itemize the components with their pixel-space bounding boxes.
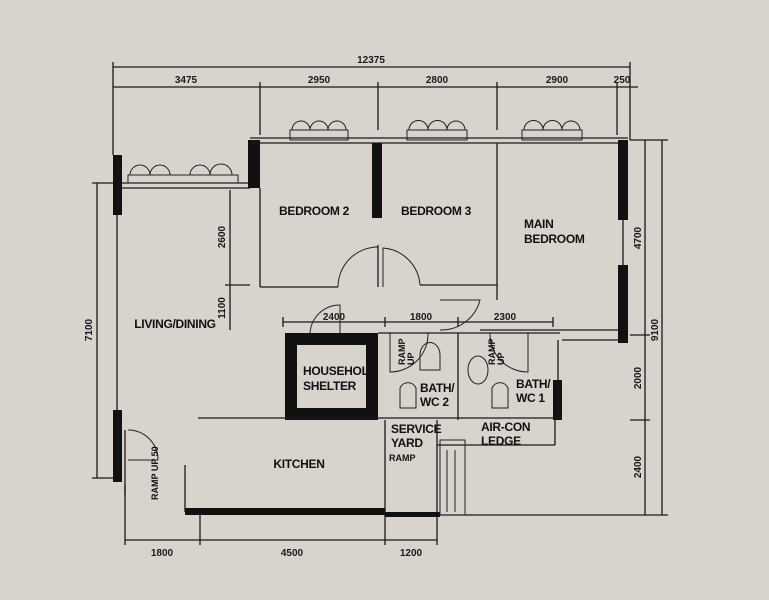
label-shelter-2: SHELTER — [303, 379, 357, 393]
label-main-bedroom-2: BEDROOM — [524, 232, 585, 246]
label-aircon-1: AIR-CON — [481, 420, 530, 434]
label-bath1-2: WC 1 — [516, 391, 545, 405]
label-aircon-2: LEDGE — [481, 434, 521, 448]
label-ramp-up-bath1: RAMPUP — [487, 339, 506, 366]
label-ramp-up-50: RAMP UP 50 — [150, 446, 160, 500]
dim-top-1: 3475 — [175, 75, 198, 86]
middle-dimensions: 2400 1800 2300 — [282, 312, 554, 327]
label-service-1: SERVICE — [391, 422, 442, 436]
label-bedroom-2: BEDROOM 2 — [279, 204, 350, 218]
dim-top-5: 250 — [614, 75, 631, 86]
dim-mid-3: 2300 — [494, 312, 517, 323]
dim-inner-2: 1100 — [217, 297, 228, 319]
label-shelter-1: HOUSEHOLD — [303, 364, 378, 378]
dim-bottom-1: 1800 — [151, 548, 174, 559]
dim-mid-1: 2400 — [323, 312, 346, 323]
walls — [113, 137, 628, 517]
dim-bottom-3: 1200 — [400, 548, 423, 559]
windows — [127, 120, 583, 184]
label-main-bedroom-1: MAIN — [524, 217, 553, 231]
label-living-dining: LIVING/DINING — [134, 317, 215, 331]
bottom-dimensions: 1800 4500 1200 — [124, 485, 438, 559]
dim-right-lower-2: 2400 — [633, 455, 644, 478]
left-dimensions: 7100 2600 1100 — [84, 182, 250, 479]
label-kitchen: KITCHEN — [273, 457, 324, 471]
dim-left-total: 7100 — [84, 318, 95, 341]
dim-mid-2: 1800 — [410, 312, 433, 323]
window-living — [127, 163, 239, 184]
window-bedroom3 — [406, 120, 468, 141]
label-bedroom-3: BEDROOM 3 — [401, 204, 472, 218]
dim-top-2: 2950 — [308, 75, 331, 86]
right-dimensions: 4700 9100 2000 2400 — [440, 139, 668, 516]
dim-inner-1: 2600 — [217, 225, 228, 248]
window-main — [521, 120, 583, 141]
dim-overall-width: 12375 — [357, 55, 385, 66]
dim-top-4: 2900 — [546, 75, 569, 86]
top-dimensions: 12375 3475 2950 2800 2900 250 — [112, 55, 638, 155]
dim-right-upper: 4700 — [633, 226, 644, 249]
room-labels: BEDROOM 2 BEDROOM 3 MAIN BEDROOM LIVING/… — [134, 204, 585, 500]
window-bedroom2 — [289, 120, 349, 141]
doors — [127, 246, 529, 461]
label-bath1-1: BATH/ — [516, 377, 551, 391]
label-service-2: YARD — [391, 436, 423, 450]
label-bath2-2: WC 2 — [420, 395, 449, 409]
label-bath2-1: BATH/ — [420, 381, 455, 395]
dim-right-total: 9100 — [650, 318, 661, 341]
dim-top-3: 2800 — [426, 75, 449, 86]
dim-right-lower-1: 2000 — [633, 366, 644, 389]
dim-bottom-2: 4500 — [281, 548, 304, 559]
label-service-ramp: RAMP — [389, 453, 416, 463]
label-ramp-up-bath2: RAMPUP — [397, 339, 416, 366]
